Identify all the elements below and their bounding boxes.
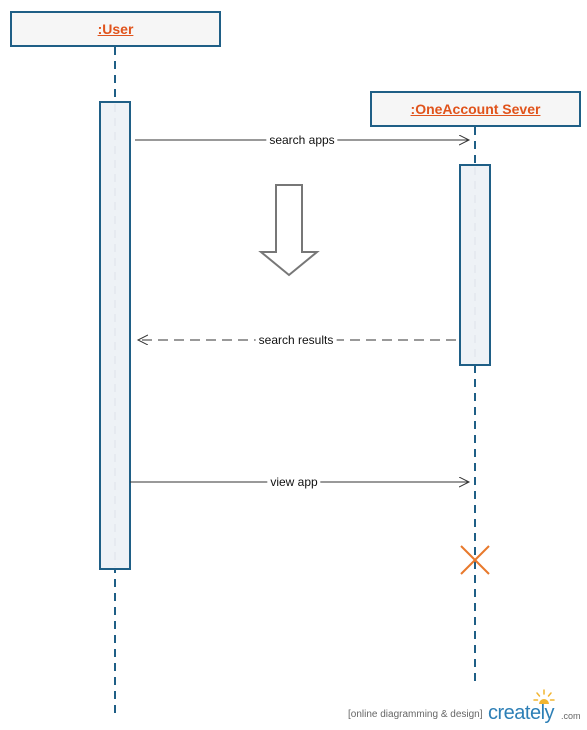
watermark-tagline: [online diagramming & design] xyxy=(348,709,483,720)
search-apps-message-label: search apps xyxy=(266,133,338,147)
down-arrow-icon xyxy=(258,184,320,277)
search-results-message-label: search results xyxy=(255,333,337,347)
user-lifeline-head[interactable]: :User xyxy=(10,11,221,47)
watermark-brand: creately xyxy=(488,702,555,724)
view-app-message-label: view app xyxy=(267,475,321,489)
creately-watermark[interactable]: [online diagramming & design] creately .… xyxy=(348,689,583,724)
server-lifeline-head[interactable]: :OneAccount Sever xyxy=(370,91,581,127)
watermark-suffix: .com xyxy=(561,711,581,721)
server-lifeline-label: :OneAccount Sever xyxy=(410,101,541,117)
destroy-x-icon xyxy=(460,545,490,575)
sun-icon xyxy=(533,689,555,704)
user-lifeline-label: :User xyxy=(97,21,134,37)
